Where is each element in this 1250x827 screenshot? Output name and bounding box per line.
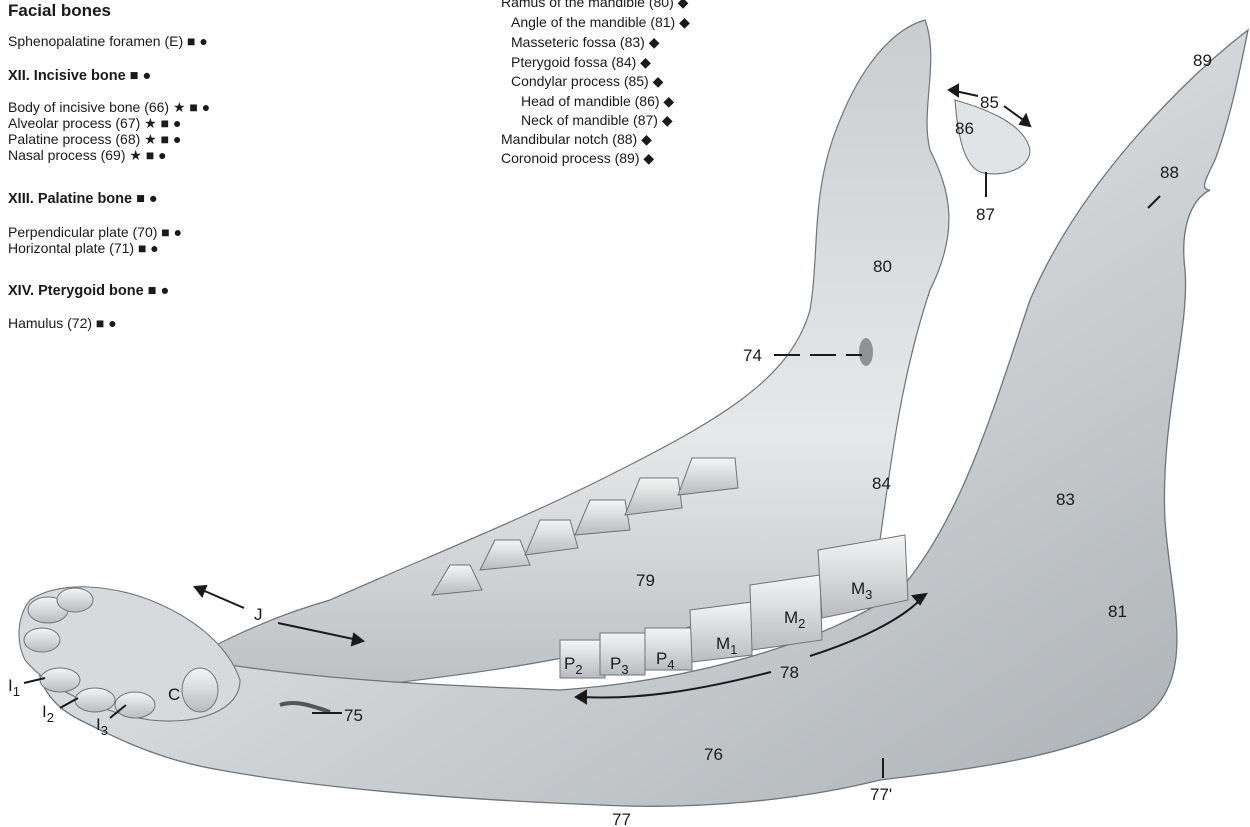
label-89: 89 [1193, 51, 1212, 70]
mandible-list-item: Coronoid process (89) ◆ [501, 150, 654, 167]
incisive-item: Nasal process (69) ★ ■ ● [8, 147, 167, 164]
mandible-list-item: Neck of mandible (87) ◆ [521, 112, 673, 129]
incisive-item: Body of incisive bone (66) ★ ■ ● [8, 99, 210, 116]
label-85: 85 [980, 93, 999, 112]
label-78: 78 [780, 663, 799, 682]
mandible-list-item: Condylar process (85) ◆ [511, 73, 663, 90]
mandible-list-item: Angle of the mandible (81) ◆ [511, 14, 690, 31]
palatine-bone-heading: XIII. Palatine bone ■ ● [8, 191, 158, 208]
palatine-item: Perpendicular plate (70) ■ ● [8, 224, 182, 241]
palatine-item: Horizontal plate (71) ■ ● [8, 240, 159, 257]
incisive-bone-heading: XII. Incisive bone ■ ● [8, 68, 151, 85]
mandible-list-item: Mandibular notch (88) ◆ [501, 131, 652, 148]
tooth-I1: I1 [8, 676, 20, 699]
pterygoid-bone-heading: XIV. Pterygoid bone ■ ● [8, 283, 169, 300]
label-J: J [254, 605, 263, 624]
facial-bones-heading: Facial bones [8, 2, 111, 19]
label-77: 77 [612, 810, 631, 827]
mandible-list-item: Ramus of the mandible (80) ◆ [501, 0, 688, 11]
label-C: C [168, 685, 180, 704]
label-87: 87 [976, 205, 995, 224]
label-84: 84 [872, 474, 891, 493]
label-79: 79 [636, 571, 655, 590]
label-75: 75 [344, 706, 363, 725]
label-83: 83 [1056, 490, 1075, 509]
pterygoid-item: Hamulus (72) ■ ● [8, 315, 117, 332]
tooth-I2: I2 [42, 702, 54, 725]
sphenopalatine-foramen: Sphenopalatine foramen (E) ■ ● [8, 33, 208, 50]
mandible-list-item: Masseteric fossa (83) ◆ [511, 34, 659, 51]
label-88: 88 [1160, 163, 1179, 182]
label-80: 80 [873, 257, 892, 276]
label-74: 74 [743, 346, 762, 365]
mandibular-foramen [859, 338, 873, 366]
mandible-list-item: Head of mandible (86) ◆ [521, 93, 674, 110]
incisive-item: Palatine process (68) ★ ■ ● [8, 131, 181, 148]
incisive-item: Alveolar process (67) ★ ■ ● [8, 115, 181, 132]
label-77-prime: 77' [870, 785, 892, 804]
label-81: 81 [1108, 602, 1127, 621]
mandible-list-item: Pterygoid fossa (84) ◆ [511, 54, 651, 71]
label-76: 76 [704, 745, 723, 764]
label-86: 86 [955, 119, 974, 138]
